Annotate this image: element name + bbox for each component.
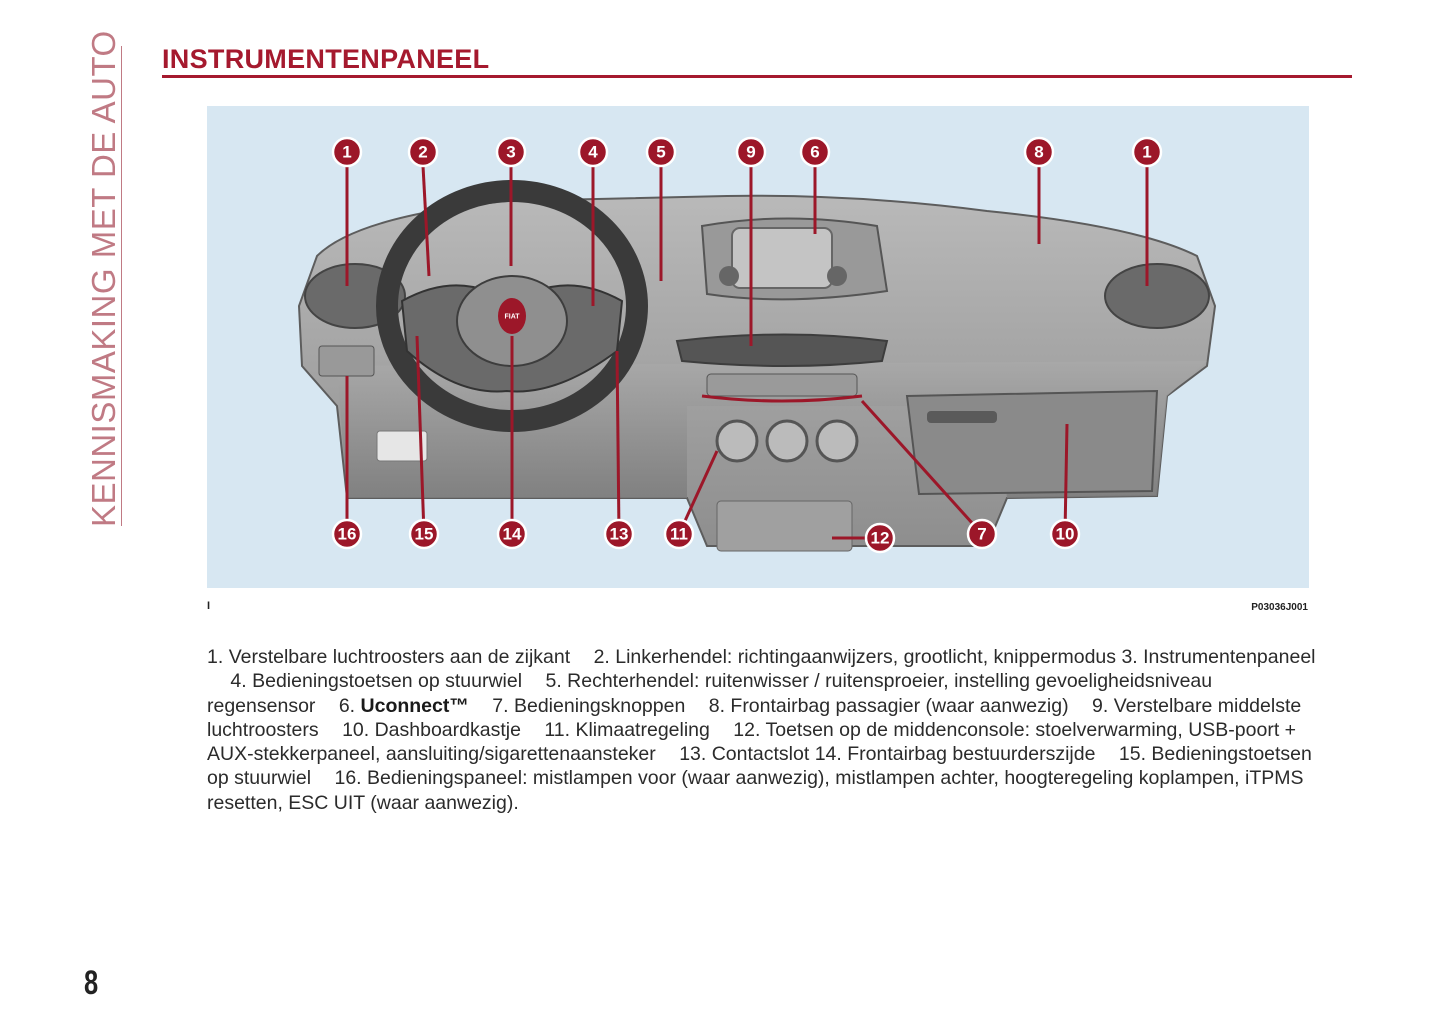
figure-caption: 1. Verstelbare luchtroosters aan de zijk… — [207, 645, 1317, 815]
knob-right — [827, 266, 847, 286]
callout-11: 11 — [663, 518, 695, 550]
figure-left-mark: I — [207, 600, 211, 612]
left-lower-cutout — [376, 430, 428, 462]
caption-item-10: 10. Dashboardkastje — [342, 718, 521, 741]
callout-12: 12 — [864, 522, 896, 554]
callout-16: 16 — [331, 518, 363, 550]
svg-text:6: 6 — [810, 143, 819, 162]
fiat-badge-text: FIAT — [504, 314, 520, 321]
vent-right-shape — [1104, 263, 1210, 329]
section-side-tab: KENNISMAKING MET DE AUTO — [85, 30, 122, 527]
climate-knob-1 — [715, 419, 759, 463]
left-switch-panel — [318, 345, 375, 377]
fiat-badge — [498, 298, 526, 334]
callout-5: 5 — [645, 136, 677, 168]
section-side-rule — [121, 46, 122, 526]
caption-item-15: 15. Bedieningstoetsen op stuurwiel — [207, 743, 1312, 790]
caption-item-4: 4. Bedieningstoetsen op stuurwiel — [230, 670, 523, 693]
callout-8: 8 — [1023, 136, 1055, 168]
svg-text:1: 1 — [1142, 143, 1151, 162]
svg-text:13: 13 — [610, 525, 629, 544]
controls-row-shape — [706, 373, 858, 397]
svg-text:4: 4 — [588, 143, 598, 162]
callout-9: 9 — [735, 136, 767, 168]
callout-1-right: 1 — [1131, 136, 1163, 168]
caption-item-12: 12. Toetsen op de middenconsole: stoelve… — [207, 718, 1297, 766]
svg-text:1: 1 — [342, 143, 351, 162]
figure-code: P03036J001 — [1251, 602, 1308, 613]
caption-item-13: 13. Contactslot — [679, 743, 810, 766]
svg-text:10: 10 — [1056, 525, 1075, 544]
callout-10: 10 — [1049, 518, 1081, 550]
svg-text:9: 9 — [746, 143, 755, 162]
callout-3: 3 — [495, 136, 527, 168]
callout-6: 6 — [799, 136, 831, 168]
dashboard-illustration: FIAT 1 2 3 4 5 9 — [207, 106, 1309, 588]
caption-item-9: 9. Verstelbare middelste luchtroosters — [207, 694, 1302, 741]
callout-14: 14 — [496, 518, 528, 550]
knob-left — [719, 266, 739, 286]
callout-4: 4 — [577, 136, 609, 168]
svg-text:2: 2 — [418, 143, 427, 162]
climate-knob-3 — [815, 419, 859, 463]
caption-item-14: 14. Frontairbag bestuurderszijde — [814, 743, 1096, 766]
glovebox-shape — [905, 389, 1159, 496]
callout-1-left: 1 — [331, 136, 363, 168]
console-panel — [716, 500, 853, 552]
leader-lines — [345, 165, 1149, 540]
svg-text:16: 16 — [338, 525, 357, 544]
caption-item-7: 7. Bedieningsknoppen — [492, 694, 686, 717]
svg-text:14: 14 — [503, 525, 522, 544]
caption-item-1: 1. Verstelbare luchtroosters aan de zijk… — [207, 646, 571, 668]
caption-item-8: 8. Frontairbag passagier (waar aanwezig) — [708, 694, 1069, 717]
dashboard-drawing: FIAT 1 2 3 4 5 9 — [297, 136, 1217, 554]
caption-item-5: 5. Rechterhendel: ruitenwisser / ruitens… — [207, 670, 1213, 717]
caption-item-3: 3. Instrumentenpaneel — [1121, 646, 1316, 668]
svg-text:11: 11 — [670, 525, 688, 544]
glovebox-handle — [927, 411, 997, 423]
svg-text:7: 7 — [977, 525, 986, 544]
callout-15: 15 — [408, 518, 440, 550]
climate-knob-2 — [765, 419, 809, 463]
callout-7: 7 — [966, 518, 998, 550]
svg-text:15: 15 — [415, 525, 434, 544]
page-number: 8 — [84, 964, 99, 1002]
callout-2: 2 — [407, 136, 439, 168]
callout-13: 13 — [603, 518, 635, 550]
caption-item-11: 11. Klimaatregeling — [544, 718, 710, 741]
title-rule — [162, 75, 1352, 78]
screen — [731, 227, 833, 289]
caption-item-6: 6. Uconnect™ — [338, 694, 469, 717]
svg-text:12: 12 — [871, 529, 890, 548]
svg-text:5: 5 — [656, 143, 665, 162]
svg-text:3: 3 — [506, 143, 515, 162]
caption-item-2: 2. Linkerhendel: richtingaanwijzers, gro… — [593, 646, 1117, 668]
page-title: INSTRUMENTENPANEEL — [162, 44, 490, 74]
caption-item-16: 16. Bedieningspaneel: mistlampen voor (w… — [207, 767, 1304, 814]
svg-text:8: 8 — [1034, 143, 1043, 162]
center-vents-shape — [675, 333, 889, 367]
